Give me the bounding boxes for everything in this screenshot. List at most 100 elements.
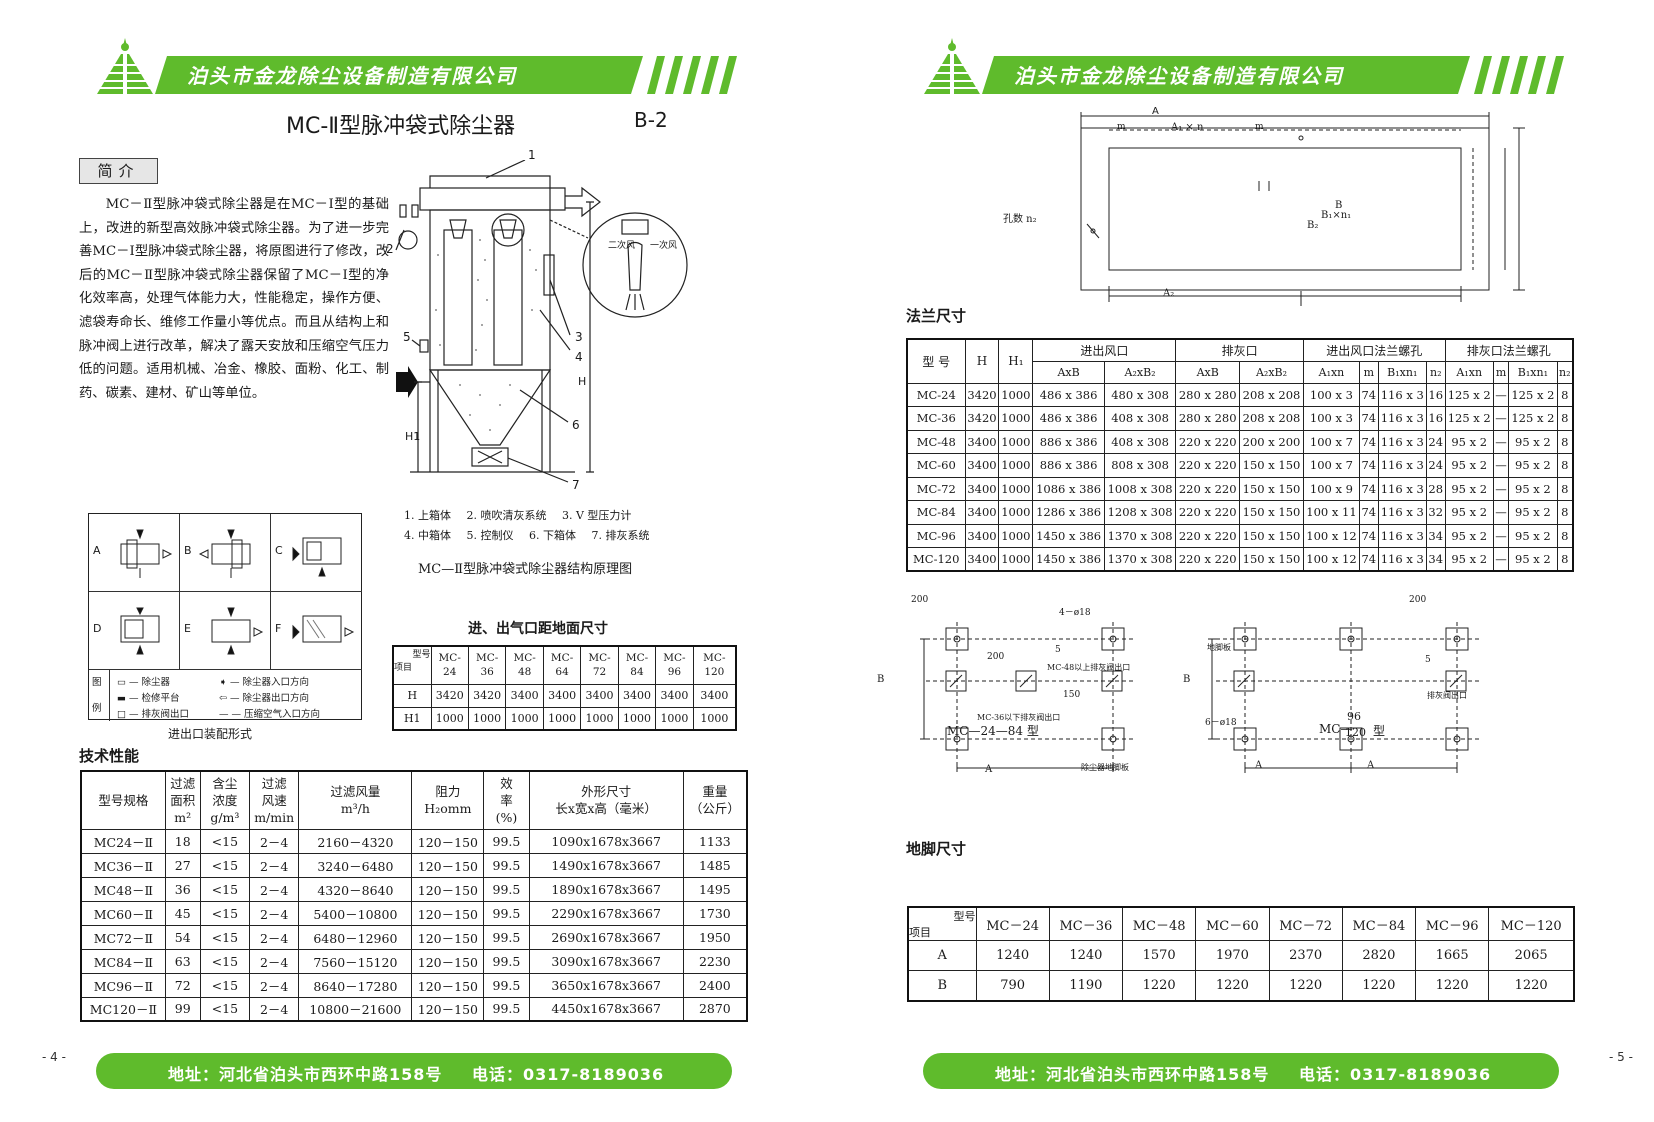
table-cell: 99.5 (483, 876, 530, 902)
model-header: MC-84 (617, 645, 657, 685)
table-cell: 2－4 (249, 924, 300, 950)
table-cell: MC-120 (906, 547, 966, 572)
config-b: B (180, 514, 271, 592)
inlet-config-figure: A B C D E F 图 例 ▭ — 除尘器 ➧ — 除尘器入口方向 (88, 513, 362, 721)
callout-5: 5 (403, 330, 411, 344)
table-cell: 790 (975, 970, 1050, 1001)
base-label-holes-a: 4－ø18 (1059, 608, 1091, 618)
table-cell: 8 (1556, 523, 1574, 548)
flange-diagram (1080, 112, 1525, 306)
table-cell: 99.5 (483, 900, 530, 926)
product-code: B-2 (634, 108, 668, 132)
sub-header: A₁xn (1302, 360, 1361, 384)
base-right-caption-prefix: MC— (1319, 722, 1353, 736)
table-cell: 1000 (998, 382, 1034, 407)
banner-stripes (647, 56, 737, 94)
footer-address: 地址：河北省泊头市西环中路158号 (995, 1065, 1270, 1084)
table-cell: 100 x 7 (1302, 453, 1361, 478)
table-cell: 1000 (998, 453, 1034, 478)
table-cell: 116 x 3 (1377, 429, 1427, 454)
table-cell: 220 x 220 (1175, 429, 1241, 454)
sub-header: m (1359, 360, 1379, 384)
table-cell: 1000 (467, 706, 507, 731)
column-header: 过滤 面积 m² (164, 770, 201, 830)
footer-phone: 电话：0317-8189036 (472, 1065, 665, 1084)
model-header: MC-64 (542, 645, 582, 685)
table-cell: 74 (1359, 429, 1379, 454)
table-cell: 2870 (682, 996, 748, 1022)
table-cell: 100 x 12 (1302, 547, 1361, 572)
table-cell: 3400 (964, 453, 1000, 478)
base-label-anchor-plate: 地脚板 (1207, 643, 1231, 652)
tech-title: 技术性能 (79, 747, 140, 765)
base-label-a-right-2: A (1367, 760, 1375, 771)
table-cell: 99.5 (483, 852, 530, 878)
table-cell: 95 x 2 (1444, 500, 1494, 525)
callout-1: 1 (528, 148, 536, 162)
table-cell: 95 x 2 (1508, 547, 1558, 572)
sub-header: A₁xn (1444, 360, 1494, 384)
model-header: MC－84 (1341, 906, 1417, 941)
table-cell: 2290x1678x3667 (528, 900, 684, 926)
table-cell: 1000 (692, 706, 737, 731)
model-header: MC－60 (1195, 906, 1270, 941)
table-cell: 16 (1425, 406, 1446, 431)
column-header: 外形尺寸 长x宽x高（毫米） (528, 770, 684, 830)
part-6: 6. 下箱体 (529, 529, 576, 542)
model-header: MC-120 (692, 645, 737, 685)
table-cell: 150 x 150 (1239, 523, 1304, 548)
table-cell: 8 (1556, 453, 1574, 478)
sub-header: AxB (1032, 360, 1105, 384)
table-cell: <15 (199, 852, 251, 878)
header-banner: 泊头市金龙除尘设备制造有限公司 (922, 36, 1564, 96)
table-cell: <15 (199, 828, 251, 854)
table-cell: 1370 x 308 (1103, 523, 1177, 548)
sub-header: A₂xB₂ (1239, 360, 1304, 384)
table-cell: 280 x 280 (1175, 406, 1241, 431)
structure-diagram (395, 160, 688, 483)
table-cell: 95 x 2 (1508, 476, 1558, 501)
row-label: B (907, 970, 977, 1001)
table-cell: 4450x1678x3667 (528, 996, 684, 1022)
table-cell: — (1492, 382, 1510, 407)
table-cell: 220 x 220 (1175, 547, 1241, 572)
table-cell: 100 x 11 (1302, 500, 1361, 525)
table-cell: 408 x 308 (1103, 406, 1177, 431)
table-cell: <15 (199, 996, 251, 1022)
table-cell: 2400 (682, 972, 748, 998)
table-cell: 120－150 (411, 828, 485, 854)
base-label-below36: MC-36以下排灰阀出口 (977, 713, 1061, 722)
part-7: 7. 排灰系统 (591, 529, 650, 542)
table-cell: 1000 (505, 706, 544, 731)
secondary-air-label: 二次风 (608, 241, 636, 251)
table-cell: MC60－Ⅱ (80, 900, 166, 926)
company-logo-icon (97, 38, 153, 94)
base-label-5a: 5 (1055, 645, 1061, 655)
table-cell: MC24－Ⅱ (80, 828, 166, 854)
table-cell: 1000 (430, 706, 469, 731)
table-cell: 74 (1359, 476, 1379, 501)
table-cell: 72 (164, 972, 201, 998)
table-cell: 1950 (682, 924, 748, 950)
table-cell: 1208 x 308 (1103, 500, 1177, 525)
group-header: 进出风口 (1032, 338, 1177, 362)
part-5: 5. 控制仪 (466, 529, 514, 542)
table-cell: 1970 (1195, 940, 1270, 971)
part-4: 4. 中箱体 (404, 529, 451, 542)
table-cell: — (1492, 500, 1510, 525)
table-cell: 1450 x 386 (1032, 547, 1105, 572)
company-name: 泊头市金龙除尘设备制造有限公司 (1014, 64, 1344, 88)
table-cell: 1133 (682, 828, 748, 854)
table-cell: 2160－4320 (298, 828, 413, 854)
table-cell: 1730 (682, 900, 748, 926)
table-cell: 150 x 150 (1239, 476, 1304, 501)
model-header: 型 号 (906, 338, 966, 384)
